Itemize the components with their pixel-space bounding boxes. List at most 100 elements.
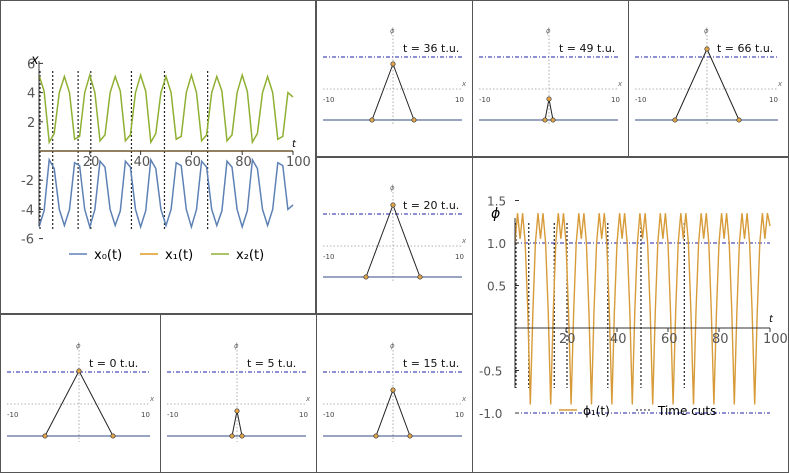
snapshot-phi-label: ϕ <box>390 342 395 350</box>
snapshot-node <box>42 433 48 439</box>
x-tick-label: 20 <box>83 155 100 170</box>
x-tick-label: 80 <box>712 332 729 347</box>
x-tick-label: 100 <box>763 332 788 347</box>
main-legend: x₀(t) x₁(t) x₂(t) <box>69 248 264 263</box>
y-tick-label: 1.0 <box>487 237 506 251</box>
legend-label-x2: x₂(t) <box>236 248 264 263</box>
snapshot-node <box>550 117 556 123</box>
snapshot-panel-t0: ϕ x -10 10 t = 0 t.u. <box>0 314 161 473</box>
phi-x-axis-label: t <box>769 314 774 325</box>
snapshot-node <box>363 274 369 280</box>
y-tick-label: -1.0 <box>479 407 502 421</box>
snapshot-node <box>672 117 678 123</box>
snapshot-tick-neg: -10 <box>323 253 334 261</box>
snapshot-time-label: t = 5 t.u. <box>247 357 296 370</box>
snapshot-node <box>373 433 379 439</box>
x-tick-label: 80 <box>235 155 252 170</box>
snapshot-time-label: t = 36 t.u. <box>403 42 459 55</box>
snapshot-panel-t49: ϕ x -10 10 t = 49 t.u. <box>472 0 629 157</box>
snapshot-node <box>704 46 710 52</box>
snapshot-tick-neg: -10 <box>7 411 18 419</box>
snapshot-node <box>542 117 548 123</box>
snapshot-x-label: x <box>149 395 155 403</box>
snapshot-tick-neg: -10 <box>479 96 490 104</box>
snapshot-tick-neg: -10 <box>323 96 334 104</box>
snapshot-phi-label: ϕ <box>234 342 239 350</box>
snapshot-tick-pos: 10 <box>141 411 150 419</box>
snapshot-x-label: x <box>461 80 467 88</box>
snapshot-phi-label: ϕ <box>390 184 395 192</box>
snapshot-x-label: x <box>617 80 623 88</box>
phi-legend: ϕ₁(t) Time cuts <box>559 404 716 418</box>
snapshot-node <box>736 117 742 123</box>
snapshot-node <box>390 202 396 208</box>
snapshot-time-label: t = 66 t.u. <box>717 42 773 55</box>
snapshot-tick-pos: 10 <box>455 411 464 419</box>
snapshot-tick-pos: 10 <box>299 411 308 419</box>
snapshot-plot: ϕ x -10 10 t = 20 t.u. <box>323 184 467 283</box>
x-tick-label: 100 <box>286 155 311 170</box>
series-phi-line <box>514 213 771 405</box>
snapshot-phi-label: ϕ <box>704 27 709 35</box>
snapshot-panel-t20: ϕ x -10 10 t = 20 t.u. <box>316 157 473 314</box>
y-tick-label: 1.5 <box>487 195 506 209</box>
snapshot-node <box>411 117 417 123</box>
snapshot-time-label: t = 20 t.u. <box>403 199 459 212</box>
snapshot-tick-pos: 10 <box>455 253 464 261</box>
snapshot-phi-label: ϕ <box>390 27 395 35</box>
snapshot-tick-pos: 10 <box>455 96 464 104</box>
y-tick-label: 0.5 <box>487 280 506 294</box>
snapshot-x-label: x <box>461 237 467 245</box>
snapshot-plot: ϕ x -10 10 t = 36 t.u. <box>323 27 467 126</box>
snapshot-tick-neg: -10 <box>167 411 178 419</box>
legend-label-phi: ϕ₁(t) <box>583 404 610 418</box>
snapshot-node <box>239 433 245 439</box>
snapshot-x-label: x <box>305 395 311 403</box>
snapshot-node <box>407 433 413 439</box>
phi-y-axis-label: ϕ <box>491 206 500 222</box>
snapshot-node <box>110 433 116 439</box>
series-x2-line <box>38 72 294 145</box>
snapshot-x-label: x <box>777 80 783 88</box>
snapshot-plot: ϕ x -10 10 t = 5 t.u. <box>167 342 311 442</box>
x-tick-label: 60 <box>184 155 201 170</box>
snapshot-x-label: x <box>461 395 467 403</box>
snapshot-phi-label: ϕ <box>76 342 81 350</box>
legend-label-cuts: Time cuts <box>657 404 716 418</box>
snapshot-node <box>76 368 82 374</box>
snapshot-node <box>390 387 396 393</box>
snapshot-node <box>390 61 396 67</box>
snapshot-panel-t15: ϕ x -10 10 t = 15 t.u. <box>316 314 473 473</box>
snapshot-tick-pos: 10 <box>769 96 778 104</box>
y-tick-label: -0.5 <box>479 365 502 379</box>
snapshot-plot: ϕ x -10 10 t = 0 t.u. <box>7 342 155 442</box>
y-tick-label: 2 <box>27 116 35 131</box>
y-tick-label: -6 <box>21 233 34 248</box>
snapshot-node <box>234 408 240 414</box>
legend-label-x1: x₁(t) <box>165 248 193 263</box>
x-tick-label: 20 <box>559 332 576 347</box>
snapshot-time-label: t = 49 t.u. <box>559 42 615 55</box>
legend-label-x0: x₀(t) <box>94 248 122 263</box>
snapshot-tick-pos: 10 <box>611 96 620 104</box>
snapshot-panel-t36: ϕ x -10 10 t = 36 t.u. <box>316 0 473 157</box>
y-tick-label: -4 <box>21 203 34 218</box>
snapshot-time-label: t = 0 t.u. <box>89 357 138 370</box>
snapshot-tick-neg: -10 <box>323 411 334 419</box>
snapshot-time-label: t = 15 t.u. <box>403 357 459 370</box>
snapshot-plot: ϕ x -10 10 t = 15 t.u. <box>323 342 467 442</box>
snapshot-plot: ϕ x -10 10 t = 49 t.u. <box>479 27 623 126</box>
snapshot-phi-label: ϕ <box>546 27 551 35</box>
y-tick-label: 6 <box>27 57 35 72</box>
main-y-axis-label: x <box>30 53 39 68</box>
x-tick-label: 40 <box>610 332 627 347</box>
snapshot-node <box>546 96 552 102</box>
snapshot-node <box>229 433 235 439</box>
x-tick-label: 40 <box>134 155 151 170</box>
